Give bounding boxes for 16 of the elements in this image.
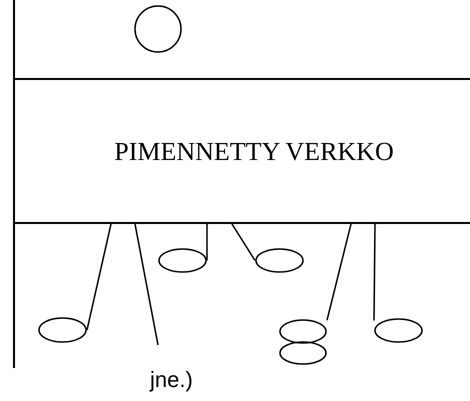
ellipse-shape xyxy=(255,248,304,273)
network-band xyxy=(14,78,470,224)
ellipse-shape xyxy=(279,341,327,365)
band-title: PIMENNETTY VERKKO xyxy=(114,136,394,168)
circle-shape xyxy=(134,5,182,53)
ellipse-shape xyxy=(158,248,207,273)
connector-line xyxy=(231,224,256,261)
connector-line xyxy=(373,224,376,320)
ellipse-shape xyxy=(279,319,327,344)
ellipse-shape xyxy=(38,317,87,343)
connector-line xyxy=(326,224,352,320)
connector-line xyxy=(134,224,159,346)
connector-line xyxy=(206,224,208,260)
ellipse-shape xyxy=(374,318,423,343)
note-text: jne.) xyxy=(150,369,193,391)
connector-line xyxy=(86,224,112,330)
